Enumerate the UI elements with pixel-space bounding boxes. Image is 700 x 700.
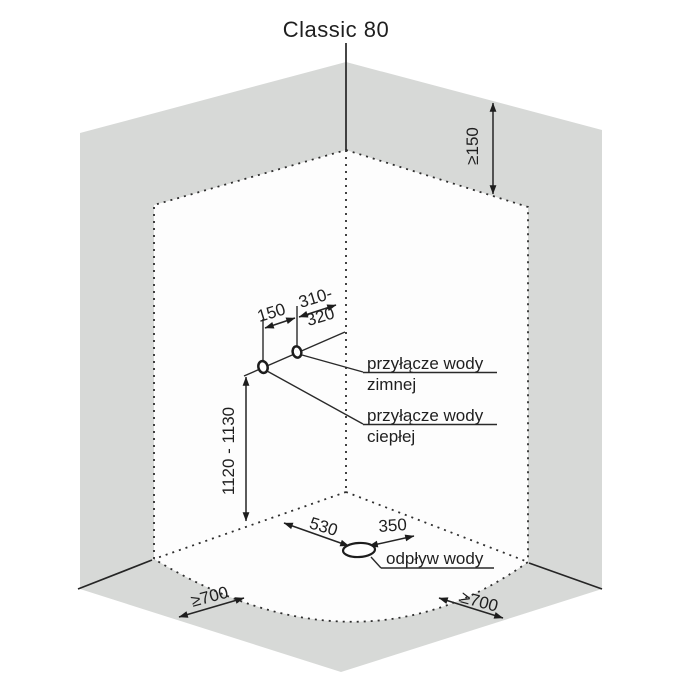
dim-arrow-connection-spacing: [264, 317, 296, 329]
hot-water-label-line1: przyłącze wody: [367, 406, 484, 425]
floor-back-edge-right: [345, 491, 529, 563]
hot-water-label-line2: ciepłej: [367, 427, 415, 446]
dim-arrow-floor-left: [178, 597, 245, 618]
cold-water-connection-point: [291, 345, 303, 359]
drain-label: odpływ wody: [386, 549, 484, 568]
dim-top-clearance: ≥150: [463, 127, 482, 165]
dim-arrow-drain-corner: [368, 534, 415, 548]
dim-arrow-corner-offset: [298, 304, 337, 318]
cold-water-label-line1: przyłącze wody: [367, 354, 484, 373]
drain-outlet: [341, 541, 377, 559]
cold-water-leader: [301, 354, 364, 373]
diagram-title: Classic 80: [283, 17, 389, 42]
drain-leader: [370, 556, 382, 569]
hot-water-connection-point: [257, 359, 269, 375]
dim-arrow-drain-left: [283, 522, 350, 547]
cold-water-label-line2: zimnej: [367, 375, 416, 394]
wall-floor-junction-right: [528, 562, 603, 590]
dim-arrow-floor-right: [438, 597, 504, 619]
floor-back-edge-left: [153, 491, 347, 560]
dim-drain-corner: 350: [378, 515, 408, 536]
dim-connection-height: 1120 - 1130: [219, 407, 238, 495]
wall-floor-junction-left: [77, 559, 153, 590]
hot-water-leader: [266, 370, 364, 425]
